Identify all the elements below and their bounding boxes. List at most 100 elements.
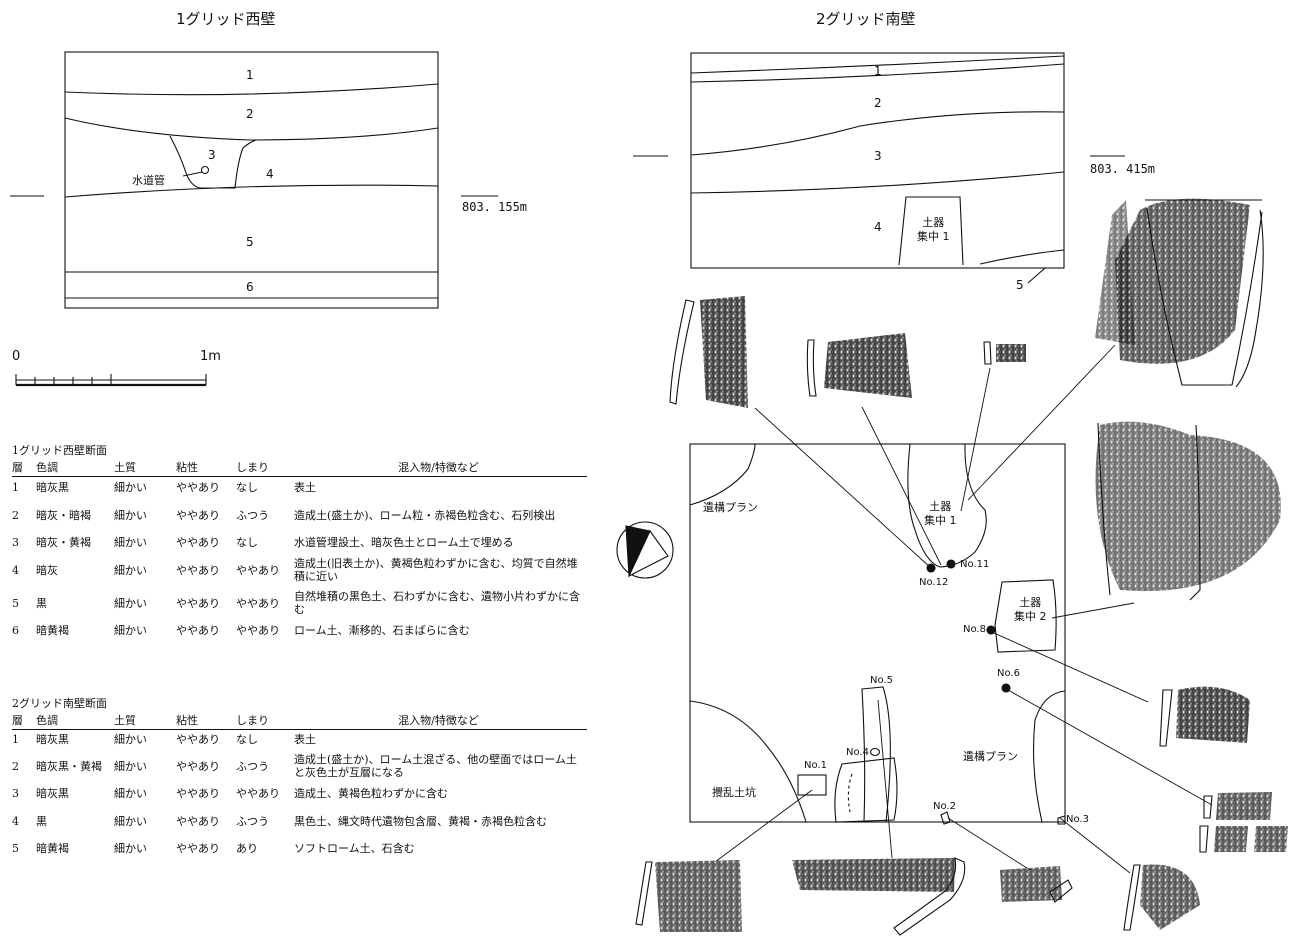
find-label-no2: No.2 [933,801,956,812]
cell-layer: 2 [12,759,19,773]
table-row: 4 暗灰 細かい ややあり ややあり 造成土(旧表土か)、黄褐色粒わずかに含む、… [12,554,587,587]
leader-lines [714,344,1213,874]
col-header-inclusions: 混入物/特徴など [294,459,587,477]
scale-bar [15,374,207,387]
table-row: 2 暗灰・暗褐 細かい ややあり ふつう 造成土(盛土か)、ローム粒・赤褐色粒含… [12,499,587,532]
col-header-compaction: しまり [236,712,294,730]
cell-compaction: ふつう [236,759,269,773]
cell-viscosity: ややあり [176,733,220,747]
west-layer-label-3: 3 [208,148,216,162]
cell-viscosity: ややあり [176,814,220,828]
col-header-color: 色調 [36,712,114,730]
cell-color: 黒 [36,814,47,828]
disturbed-pit-label: 攪乱土坑 [712,786,756,799]
pottery-vessel-lower [1095,421,1281,601]
plan-pottery-cluster-1: 土器 集中 1 [924,500,957,527]
cell-texture: 細かい [114,596,147,610]
cell-color: 暗灰黒 [36,733,69,747]
cell-viscosity: ややあり [176,759,220,773]
west-layer-label-5: 5 [246,235,254,249]
cell-color: 暗灰黒 [36,481,69,495]
cell-texture: 細かい [114,787,147,800]
find-label-no5: No.5 [870,675,893,686]
col-header-layer: 層 [12,712,36,730]
cell-layer: 5 [12,596,19,610]
feature-plan-left: 遺構プラン [703,501,758,514]
cell-inclusions: 表土 [294,481,316,495]
plan-pottery-cluster-2: 土器 集中 2 [1014,596,1047,623]
cell-inclusions: 黒色土、縄文時代遺物包含層、黄褐・赤褐色粒含む [294,814,547,828]
cell-inclusions: 造成土、黄褐色粒わずかに含む [294,787,448,800]
cell-compaction: なし [236,733,258,747]
col-header-layer: 層 [12,459,36,477]
table-header-row: 層 色調 土質 粘性 しまり 混入物/特徴など [12,459,587,477]
table-row: 5 暗黄褐 細かい ややあり あり ソフトローム土、石含む [12,838,587,860]
cell-compaction: ややあり [236,596,280,610]
find-label-no8: No.8 [963,624,986,635]
cell-layer: 6 [12,624,19,637]
west-wall-section [10,51,498,309]
south-layer-label-4: 4 [874,220,882,234]
cell-viscosity: ややあり [176,481,220,495]
south-wall-title: 2グリッド南壁 [816,10,916,28]
south-layer-label-3: 3 [874,149,882,163]
south-table-caption: 2グリッド南壁断面 [12,697,107,710]
table-row: 6 暗黄褐 細かい ややあり ややあり ローム土、漸移的、石まばらに含む [12,620,587,642]
cell-texture: 細かい [114,842,147,855]
col-header-compaction: しまり [236,459,294,477]
sherd-rubbings [635,296,1288,936]
cell-layer: 5 [12,842,19,855]
table-row: 4 黒 細かい ややあり ふつう 黒色土、縄文時代遺物包含層、黄褐・赤褐色粒含む [12,805,587,838]
cell-compaction: ややあり [236,787,280,800]
find-label-no3: No.3 [1066,814,1089,825]
find-label-no1: No.1 [804,760,827,771]
cell-viscosity: ややあり [176,508,220,522]
table-row: 1 暗灰黒 細かい ややあり なし 表土 [12,730,587,750]
south-wall-section [633,52,1125,284]
cell-texture: 細かい [114,624,147,637]
cell-inclusions: 造成土(旧表土か)、黄褐色粒わずかに含む、均質で自然堆積に近い [294,557,578,583]
south-layer-label-5: 5 [1016,278,1024,292]
cell-inclusions: 造成土(盛土か)、ローム土混ざる、他の壁面ではローム土と灰色土が互層になる [294,753,577,779]
cell-color: 暗灰・黄褐 [36,536,91,549]
cell-color: 暗灰黒 [36,787,69,800]
water-pipe-label: 水道管 [132,174,165,187]
west-layer-label-1: 1 [246,68,254,82]
cell-inclusions: ソフトローム土、石含む [294,842,415,855]
find-label-no12: No.12 [919,577,949,588]
col-header-texture: 土質 [114,459,176,477]
cell-viscosity: ややあり [176,596,220,610]
find-label-no11: No.11 [960,559,990,570]
col-header-viscosity: 粘性 [176,712,236,730]
table-row: 1 暗灰黒 細かい ややあり なし 表土 [12,477,587,499]
find-label-no4: No.4 [846,747,869,758]
cell-viscosity: ややあり [176,787,220,800]
cell-color: 暗灰 [36,563,58,577]
west-table-caption: 1グリッド西壁断面 [12,444,107,457]
cell-inclusions: 表土 [294,733,316,747]
south-layer-label-2: 2 [874,96,882,110]
cell-inclusions: 造成土(盛土か)、ローム粒・赤褐色粒含む、石列検出 [294,508,556,522]
cell-compaction: ふつう [236,508,269,522]
col-header-color: 色調 [36,459,114,477]
col-header-texture: 土質 [114,712,176,730]
cell-compaction: あり [236,842,258,855]
west-layer-label-2: 2 [246,107,254,121]
cell-layer: 4 [12,814,19,828]
pottery-vessel-upper [1095,198,1264,388]
col-header-inclusions: 混入物/特徴など [294,712,587,730]
cell-color: 黒 [36,596,47,610]
cell-inclusions: 水道管埋設土、暗灰色土とローム土で埋める [294,536,514,549]
west-wall-title: 1グリッド西壁 [176,10,276,28]
cell-color: 暗灰・暗褐 [36,508,91,522]
find-label-no6: No.6 [997,668,1020,679]
cell-viscosity: ややあり [176,536,220,549]
south-pottery-cluster-1: 土器 集中 1 [917,216,950,243]
west-strata-table: 層 色調 土質 粘性 しまり 混入物/特徴など 1 暗灰黒 細かい ややあり な… [12,459,587,642]
cell-layer: 2 [12,508,19,522]
cell-compaction: なし [236,536,258,549]
cell-texture: 細かい [114,536,147,549]
cell-viscosity: ややあり [176,563,220,577]
table-row: 2 暗灰黒・黄褐 細かい ややあり ふつう 造成土(盛土か)、ローム土混ざる、他… [12,750,587,783]
west-elevation-label: 803. 155m [462,200,528,214]
